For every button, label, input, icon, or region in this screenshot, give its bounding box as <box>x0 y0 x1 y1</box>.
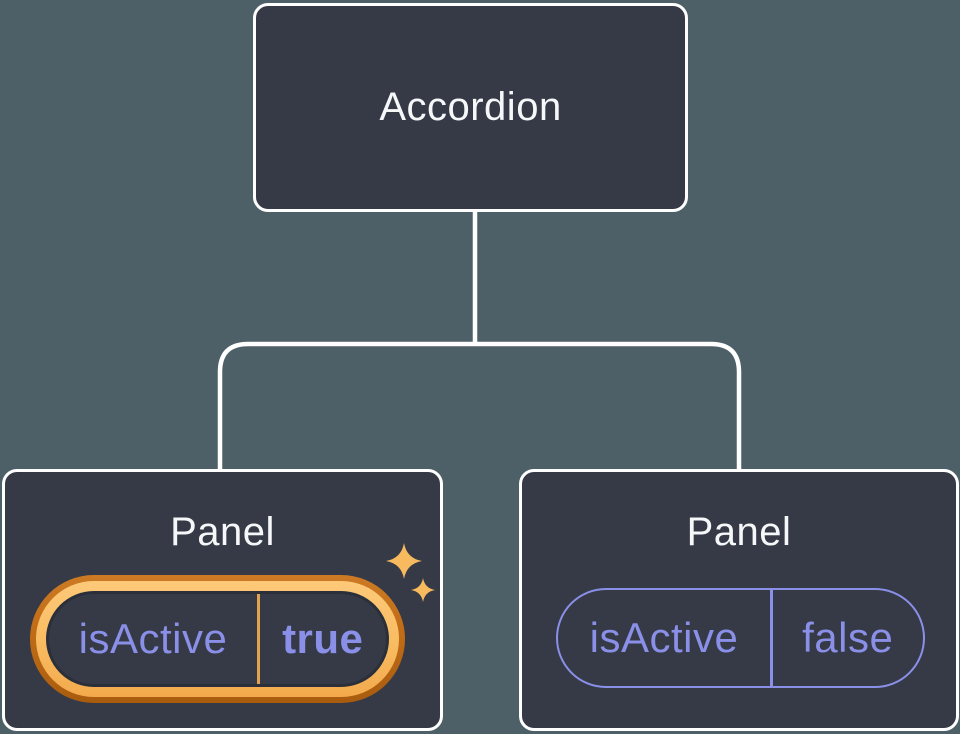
state-prop-name: isActive <box>589 614 739 661</box>
sparkle-small-icon <box>411 578 435 602</box>
state-prop-value: true <box>282 615 364 662</box>
accordion-node: Accordion <box>253 3 688 212</box>
state-highlight-ring: isActive true <box>30 575 405 703</box>
accordion-node-label: Accordion <box>379 85 562 129</box>
panel-node-active: Panel isActive true <box>2 469 443 731</box>
panel-node-label: Panel <box>170 510 275 554</box>
state-prop-name: isActive <box>78 615 228 662</box>
connector-bracket <box>217 341 742 470</box>
state-pill-active: isActive true <box>46 591 389 687</box>
panel-node-inactive: Panel isActive false <box>519 469 959 731</box>
state-pill-inactive: isActive false <box>556 588 925 688</box>
state-pill-divider <box>257 594 260 684</box>
state-prop-value: false <box>802 614 894 661</box>
state-pill-divider <box>770 590 773 686</box>
sparkle-large-icon <box>386 543 422 579</box>
state-highlight-ring-inner: isActive true <box>36 581 399 697</box>
panel-node-label: Panel <box>686 510 792 554</box>
sparkle-icon <box>386 543 435 602</box>
